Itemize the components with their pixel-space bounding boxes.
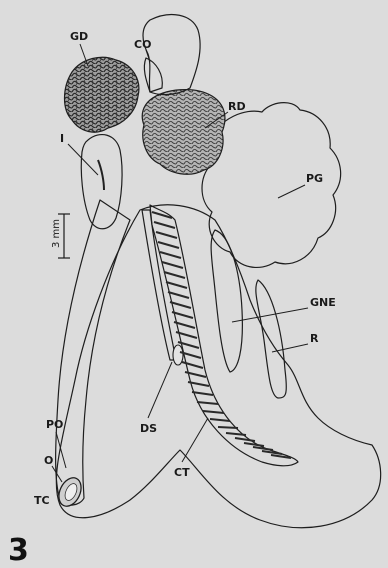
- cap-co-tip: [144, 58, 162, 92]
- duct-ds-bulb: [173, 345, 183, 365]
- structure-i: [81, 135, 122, 229]
- label-r: R: [310, 332, 319, 345]
- label-co: CO: [134, 38, 151, 51]
- label-rd: RD: [228, 100, 246, 113]
- mass-gd: [65, 57, 139, 132]
- structure-i-slit: [98, 160, 104, 190]
- label-ct: CT: [174, 466, 190, 479]
- structure-r: [256, 280, 286, 398]
- oviduct-tube: [56, 200, 130, 505]
- figure-number: 3: [8, 533, 29, 568]
- cap-co: [143, 15, 200, 95]
- label-gne: GNE: [310, 296, 336, 309]
- scale-bar-text: 3 mm: [51, 219, 62, 248]
- body-outline: [56, 205, 380, 528]
- label-o: O: [44, 454, 53, 467]
- label-pg: PG: [306, 172, 323, 185]
- label-ds: DS: [140, 422, 157, 435]
- mass-rd: [142, 90, 225, 175]
- label-gd: GD: [70, 30, 88, 43]
- label-po: PO: [46, 418, 63, 431]
- label-tc: TC: [34, 494, 50, 507]
- label-i: I: [60, 132, 64, 145]
